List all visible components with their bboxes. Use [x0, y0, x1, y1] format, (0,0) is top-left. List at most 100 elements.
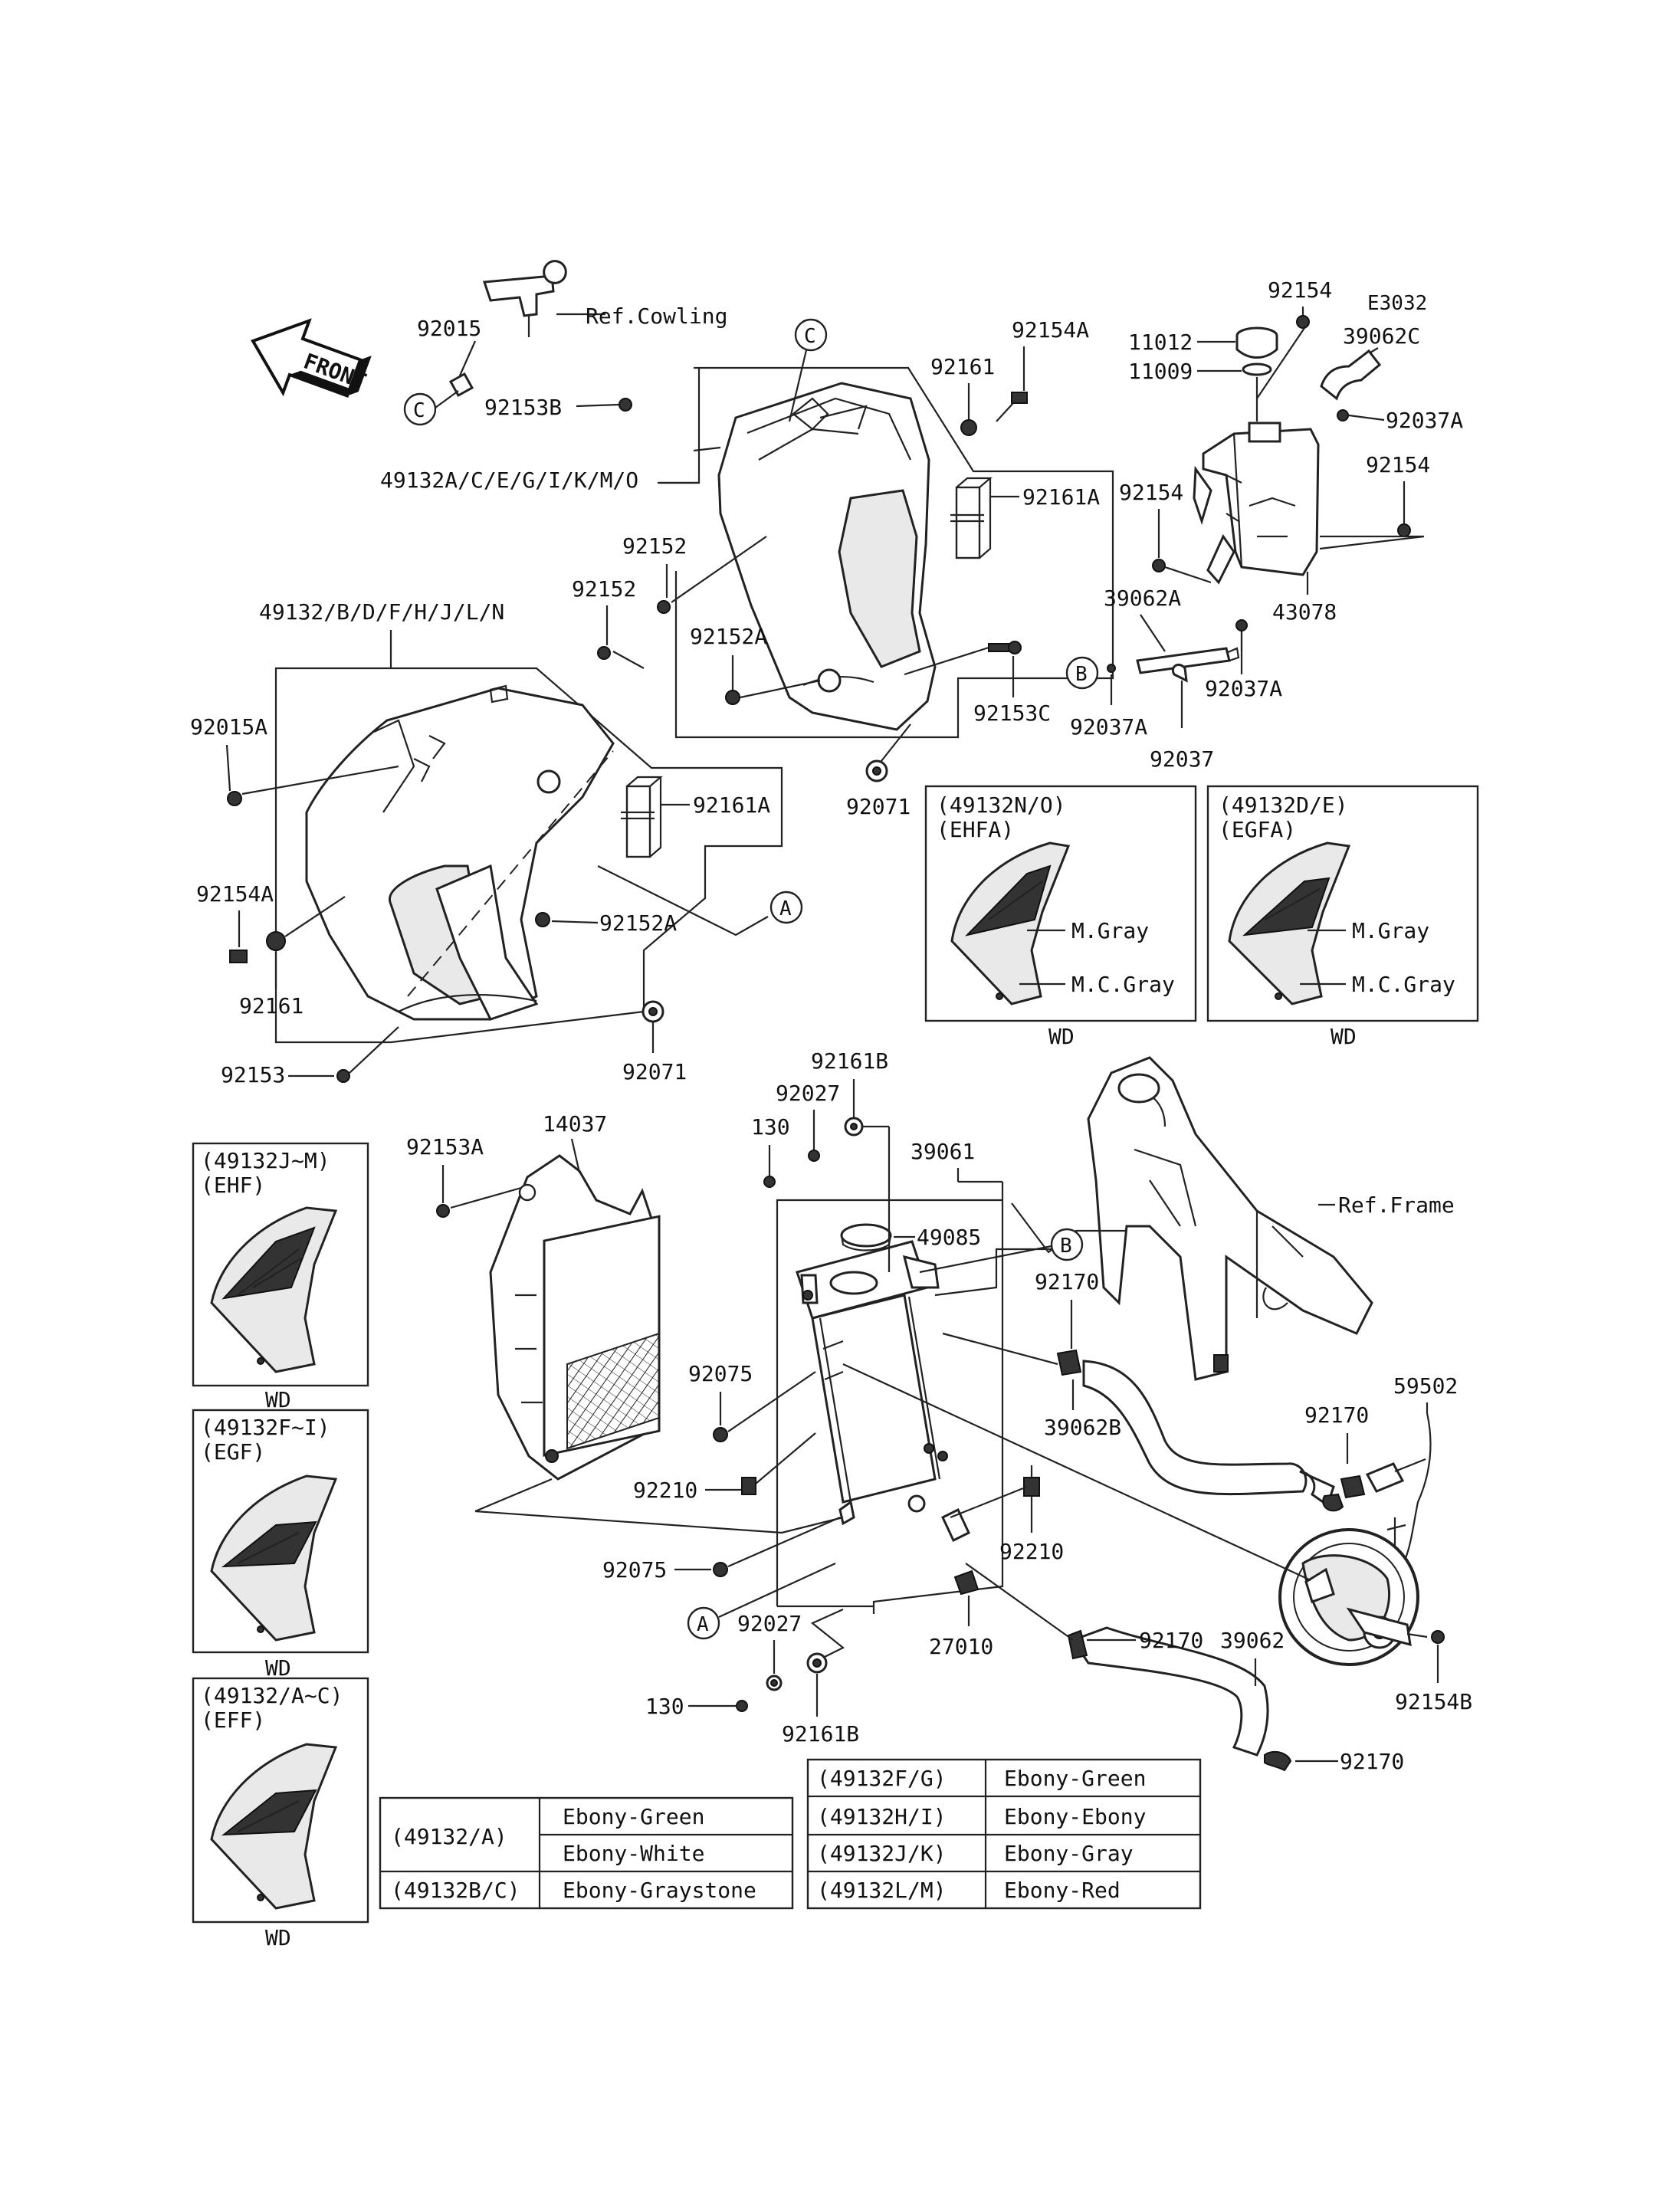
- part-label-59502: 59502: [1393, 1373, 1458, 1399]
- part-label-92154-mid: 92154: [1119, 480, 1183, 505]
- part-label-92152A-lower: 92152A: [599, 910, 677, 936]
- ref-circle-b: [1065, 656, 1099, 690]
- part-label-92027-lower: 92027: [737, 1611, 802, 1636]
- diagram-code: E3032: [1367, 292, 1427, 315]
- variant-egfa-color-2: M.C.Gray: [1352, 972, 1455, 997]
- part-label-92154A-lower: 92154A: [196, 881, 274, 907]
- part-label-92161-top: 92161: [930, 354, 995, 379]
- color-left-code-3: (49132B/C): [391, 1878, 520, 1903]
- part-label-92037A-right: 92037A: [1205, 676, 1282, 701]
- part-label-49132B: 49132/B/D/F/H/J/L/N: [259, 599, 504, 625]
- part-label-92075-upper: 92075: [688, 1361, 753, 1386]
- variant-egf-code: (49132F~I): [201, 1415, 330, 1440]
- color-right-color-3: Ebony-Gray: [1004, 1841, 1134, 1866]
- cooling-fan: [1278, 1517, 1419, 1666]
- variant-ehfa-color-2: M.C.Gray: [1071, 972, 1175, 997]
- color-table-right: (49132F/G) Ebony-Green (49132H/I) Ebony-…: [806, 1758, 1202, 1910]
- part-label-92161B-top: 92161B: [811, 1048, 888, 1074]
- ref-circle-c-label: C: [413, 399, 425, 422]
- radiator-guard: [489, 1154, 661, 1481]
- color-left-color-2: Ebony-White: [563, 1841, 704, 1866]
- part-label-49132A: 49132A/C/E/G/I/K/M/O: [380, 467, 638, 493]
- part-label-92161-lower: 92161: [239, 993, 304, 1018]
- part-label-92153: 92153: [221, 1062, 285, 1087]
- shroud-thumbnail-ehf: [210, 1206, 338, 1373]
- part-label-92071-upper: 92071: [846, 794, 911, 819]
- variant-egfa-note: WD: [1331, 1024, 1357, 1049]
- ref-frame-label: Ref.Frame: [1338, 1192, 1455, 1218]
- upper-shroud: [717, 382, 937, 731]
- radiator: [796, 1240, 970, 1543]
- part-label-92170-lower: 92170: [1139, 1628, 1203, 1653]
- color-right-code-4: (49132L/M): [817, 1878, 947, 1903]
- part-label-92037: 92037: [1150, 746, 1214, 772]
- variant-egfa-color-1: M.Gray: [1352, 918, 1429, 943]
- part-label-49085: 49085: [917, 1225, 981, 1250]
- part-label-39062: 39062: [1220, 1628, 1285, 1653]
- part-label-92152-lower: 92152: [572, 576, 636, 602]
- ref-circle-a-2: [687, 1606, 720, 1640]
- color-left-color-3: Ebony-Graystone: [563, 1878, 756, 1903]
- ref-circle-c-2: [794, 318, 828, 352]
- variant-box-ehf: [192, 1142, 369, 1387]
- shroud-thumbnail-egfa: [1228, 841, 1351, 1005]
- variant-ehf-note: WD: [265, 1387, 291, 1412]
- variant-eff-note: WD: [265, 1925, 291, 1950]
- part-label-92015: 92015: [417, 316, 481, 341]
- reservoir-cap: [1235, 326, 1278, 376]
- part-label-92071-lower: 92071: [622, 1059, 687, 1084]
- part-label-130-lower: 130: [645, 1694, 684, 1719]
- part-label-130-top: 130: [751, 1114, 790, 1140]
- part-label-14037: 14037: [543, 1111, 607, 1137]
- part-label-92154-top: 92154: [1268, 277, 1332, 303]
- part-label-92210-right: 92210: [999, 1539, 1064, 1564]
- variant-ehfa-code: (49132N/O): [937, 792, 1066, 818]
- part-label-92015A: 92015A: [190, 714, 267, 740]
- color-right-color-2: Ebony-Ebony: [1004, 1804, 1146, 1829]
- variant-egf-name: (EGF): [201, 1439, 265, 1465]
- reservoir-tank: [1193, 422, 1320, 585]
- color-right-color-4: Ebony-Red: [1004, 1878, 1121, 1903]
- variant-box-eff: [192, 1677, 369, 1924]
- variant-box-egfa: [1206, 785, 1479, 1022]
- variant-ehfa-note: WD: [1048, 1024, 1075, 1049]
- part-label-92153B: 92153B: [484, 395, 562, 420]
- ref-circle-c-2-label: C: [804, 325, 816, 348]
- radiator-cap: [840, 1223, 892, 1251]
- hose-39062: [1071, 1626, 1269, 1757]
- part-label-92027-top: 92027: [776, 1081, 840, 1106]
- variant-box-ehfa: [924, 785, 1197, 1022]
- cowling-bracket: [448, 260, 567, 398]
- part-label-92152A-upper: 92152A: [690, 624, 767, 649]
- part-label-92210-left: 92210: [633, 1478, 697, 1503]
- part-label-11009: 11009: [1128, 359, 1193, 384]
- part-label-92161A-upper: 92161A: [1022, 484, 1100, 510]
- variant-ehfa-color-1: M.Gray: [1071, 918, 1149, 943]
- part-label-39062C: 39062C: [1343, 323, 1420, 349]
- color-right-color-1: Ebony-Green: [1004, 1766, 1146, 1791]
- variant-ehf-name: (EHF): [201, 1173, 265, 1198]
- color-right-code-1: (49132F/G): [817, 1766, 947, 1791]
- shroud-thumbnail-eff: [210, 1743, 338, 1910]
- variant-eff-name: (EFF): [201, 1707, 265, 1733]
- ref-circle-a: [769, 891, 803, 924]
- color-left-color-1: Ebony-Green: [563, 1804, 704, 1829]
- part-label-11012: 11012: [1128, 330, 1193, 355]
- shroud-thumbnail-egf: [210, 1474, 338, 1642]
- part-label-27010: 27010: [929, 1634, 993, 1659]
- variant-egf-note: WD: [265, 1655, 291, 1681]
- variant-box-egf: [192, 1409, 369, 1654]
- color-right-code-3: (49132J/K): [817, 1841, 947, 1866]
- ref-circle-a-2-label: A: [697, 1613, 709, 1636]
- variant-egfa-code: (49132D/E): [1219, 792, 1348, 818]
- part-label-39062B: 39062B: [1044, 1415, 1121, 1440]
- variant-ehfa-name: (EHFA): [937, 817, 1014, 842]
- part-label-92161B-lower: 92161B: [782, 1721, 859, 1747]
- color-left-code-1: (49132/A): [391, 1824, 507, 1849]
- ref-circle-b-label: B: [1075, 663, 1088, 686]
- part-label-39061: 39061: [911, 1139, 975, 1164]
- part-label-92037A-top: 92037A: [1386, 408, 1463, 433]
- part-label-92037A-left: 92037A: [1070, 714, 1147, 740]
- part-label-92154-right: 92154: [1366, 452, 1430, 477]
- variant-eff-code: (49132/A~C): [201, 1683, 343, 1708]
